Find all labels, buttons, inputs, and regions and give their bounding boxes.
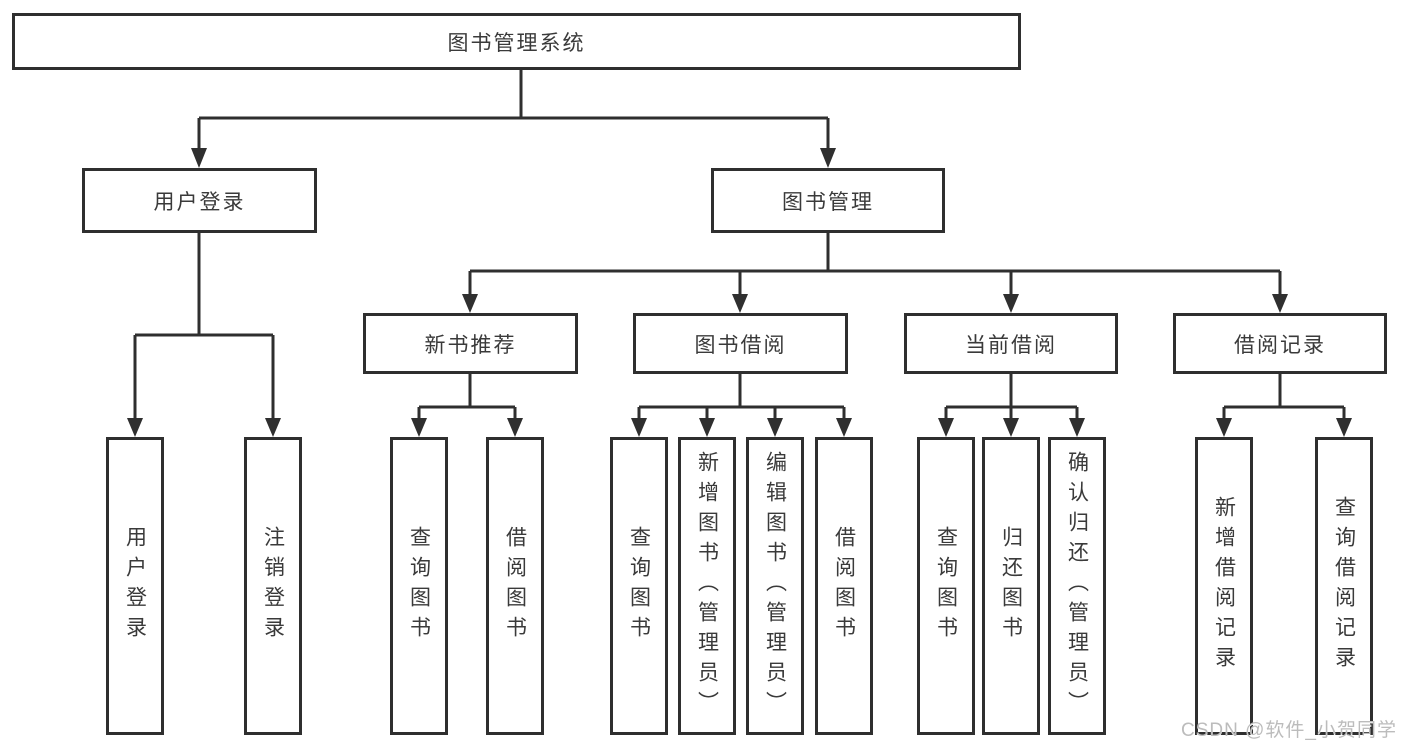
connector-lines xyxy=(133,70,1346,420)
leaf-label: 借阅图书 xyxy=(503,526,527,646)
leaf-add-borrow-record: 新增借阅记录 xyxy=(1195,437,1253,735)
csdn-watermark: CSDN @软件_小贺同学 xyxy=(1181,720,1397,741)
arrow-down-icon xyxy=(1272,294,1288,313)
arrow-down-icon xyxy=(1003,418,1019,437)
node-root-system: 图书管理系统 xyxy=(12,13,1021,70)
arrow-down-icon xyxy=(767,418,783,437)
node-user-login: 用户登录 xyxy=(82,168,317,233)
arrow-down-icon xyxy=(507,418,523,437)
leaf-label: 查询借阅记录 xyxy=(1332,496,1356,676)
leaf-user-login: 用户登录 xyxy=(106,437,164,735)
leaf-label: 编辑图书（管理员） xyxy=(763,451,787,721)
leaf-add-books-admin: 新增图书（管理员） xyxy=(678,437,736,735)
arrowheads xyxy=(127,148,1352,437)
leaf-label: 注销登录 xyxy=(261,526,285,646)
leaf-label: 用户登录 xyxy=(123,526,147,646)
node-borrow-records: 借阅记录 xyxy=(1173,313,1387,374)
leaf-query-books-current: 查询图书 xyxy=(917,437,975,735)
leaf-label: 归还图书 xyxy=(999,526,1023,646)
arrow-down-icon xyxy=(1069,418,1085,437)
leaf-borrow-books: 借阅图书 xyxy=(815,437,873,735)
arrow-down-icon xyxy=(1216,418,1232,437)
node-label: 图书管理 xyxy=(782,190,874,214)
leaf-label: 借阅图书 xyxy=(832,526,856,646)
node-book-borrowing: 图书借阅 xyxy=(633,313,848,374)
arrow-down-icon xyxy=(699,418,715,437)
node-label: 当前借阅 xyxy=(965,333,1057,357)
node-label: 用户登录 xyxy=(153,190,246,214)
leaf-label: 查询图书 xyxy=(934,526,958,646)
arrow-down-icon xyxy=(820,148,836,168)
arrow-down-icon xyxy=(631,418,647,437)
arrow-down-icon xyxy=(732,294,748,313)
node-label: 借阅记录 xyxy=(1234,333,1326,357)
leaf-edit-books-admin: 编辑图书（管理员） xyxy=(746,437,804,735)
arrow-down-icon xyxy=(1003,294,1019,313)
leaf-query-books-borrowing: 查询图书 xyxy=(610,437,668,735)
leaf-label: 查询图书 xyxy=(627,526,651,646)
leaf-query-books-recommend: 查询图书 xyxy=(390,437,448,735)
leaf-query-borrow-record: 查询借阅记录 xyxy=(1315,437,1373,735)
node-new-book-recommend: 新书推荐 xyxy=(363,313,578,374)
node-current-borrowing: 当前借阅 xyxy=(904,313,1118,374)
arrow-down-icon xyxy=(411,418,427,437)
leaf-logout: 注销登录 xyxy=(244,437,302,735)
leaf-confirm-return-admin: 确认归还（管理员） xyxy=(1048,437,1106,735)
arrow-down-icon xyxy=(462,294,478,313)
node-book-management: 图书管理 xyxy=(711,168,945,233)
arrow-down-icon xyxy=(265,418,281,437)
arrow-down-icon xyxy=(938,418,954,437)
node-label: 图书管理系统 xyxy=(447,31,586,55)
arrow-down-icon xyxy=(1336,418,1352,437)
arrow-down-icon xyxy=(127,418,143,437)
leaf-label: 新增图书（管理员） xyxy=(695,451,719,721)
leaf-label: 查询图书 xyxy=(407,526,431,646)
node-label: 新书推荐 xyxy=(424,333,517,357)
arrow-down-icon xyxy=(191,148,207,168)
leaf-label: 新增借阅记录 xyxy=(1212,496,1236,676)
leaf-borrow-books-recommend: 借阅图书 xyxy=(486,437,544,735)
leaf-return-books: 归还图书 xyxy=(982,437,1040,735)
node-label: 图书借阅 xyxy=(694,333,787,357)
arrow-down-icon xyxy=(836,418,852,437)
leaf-label: 确认归还（管理员） xyxy=(1065,451,1089,721)
